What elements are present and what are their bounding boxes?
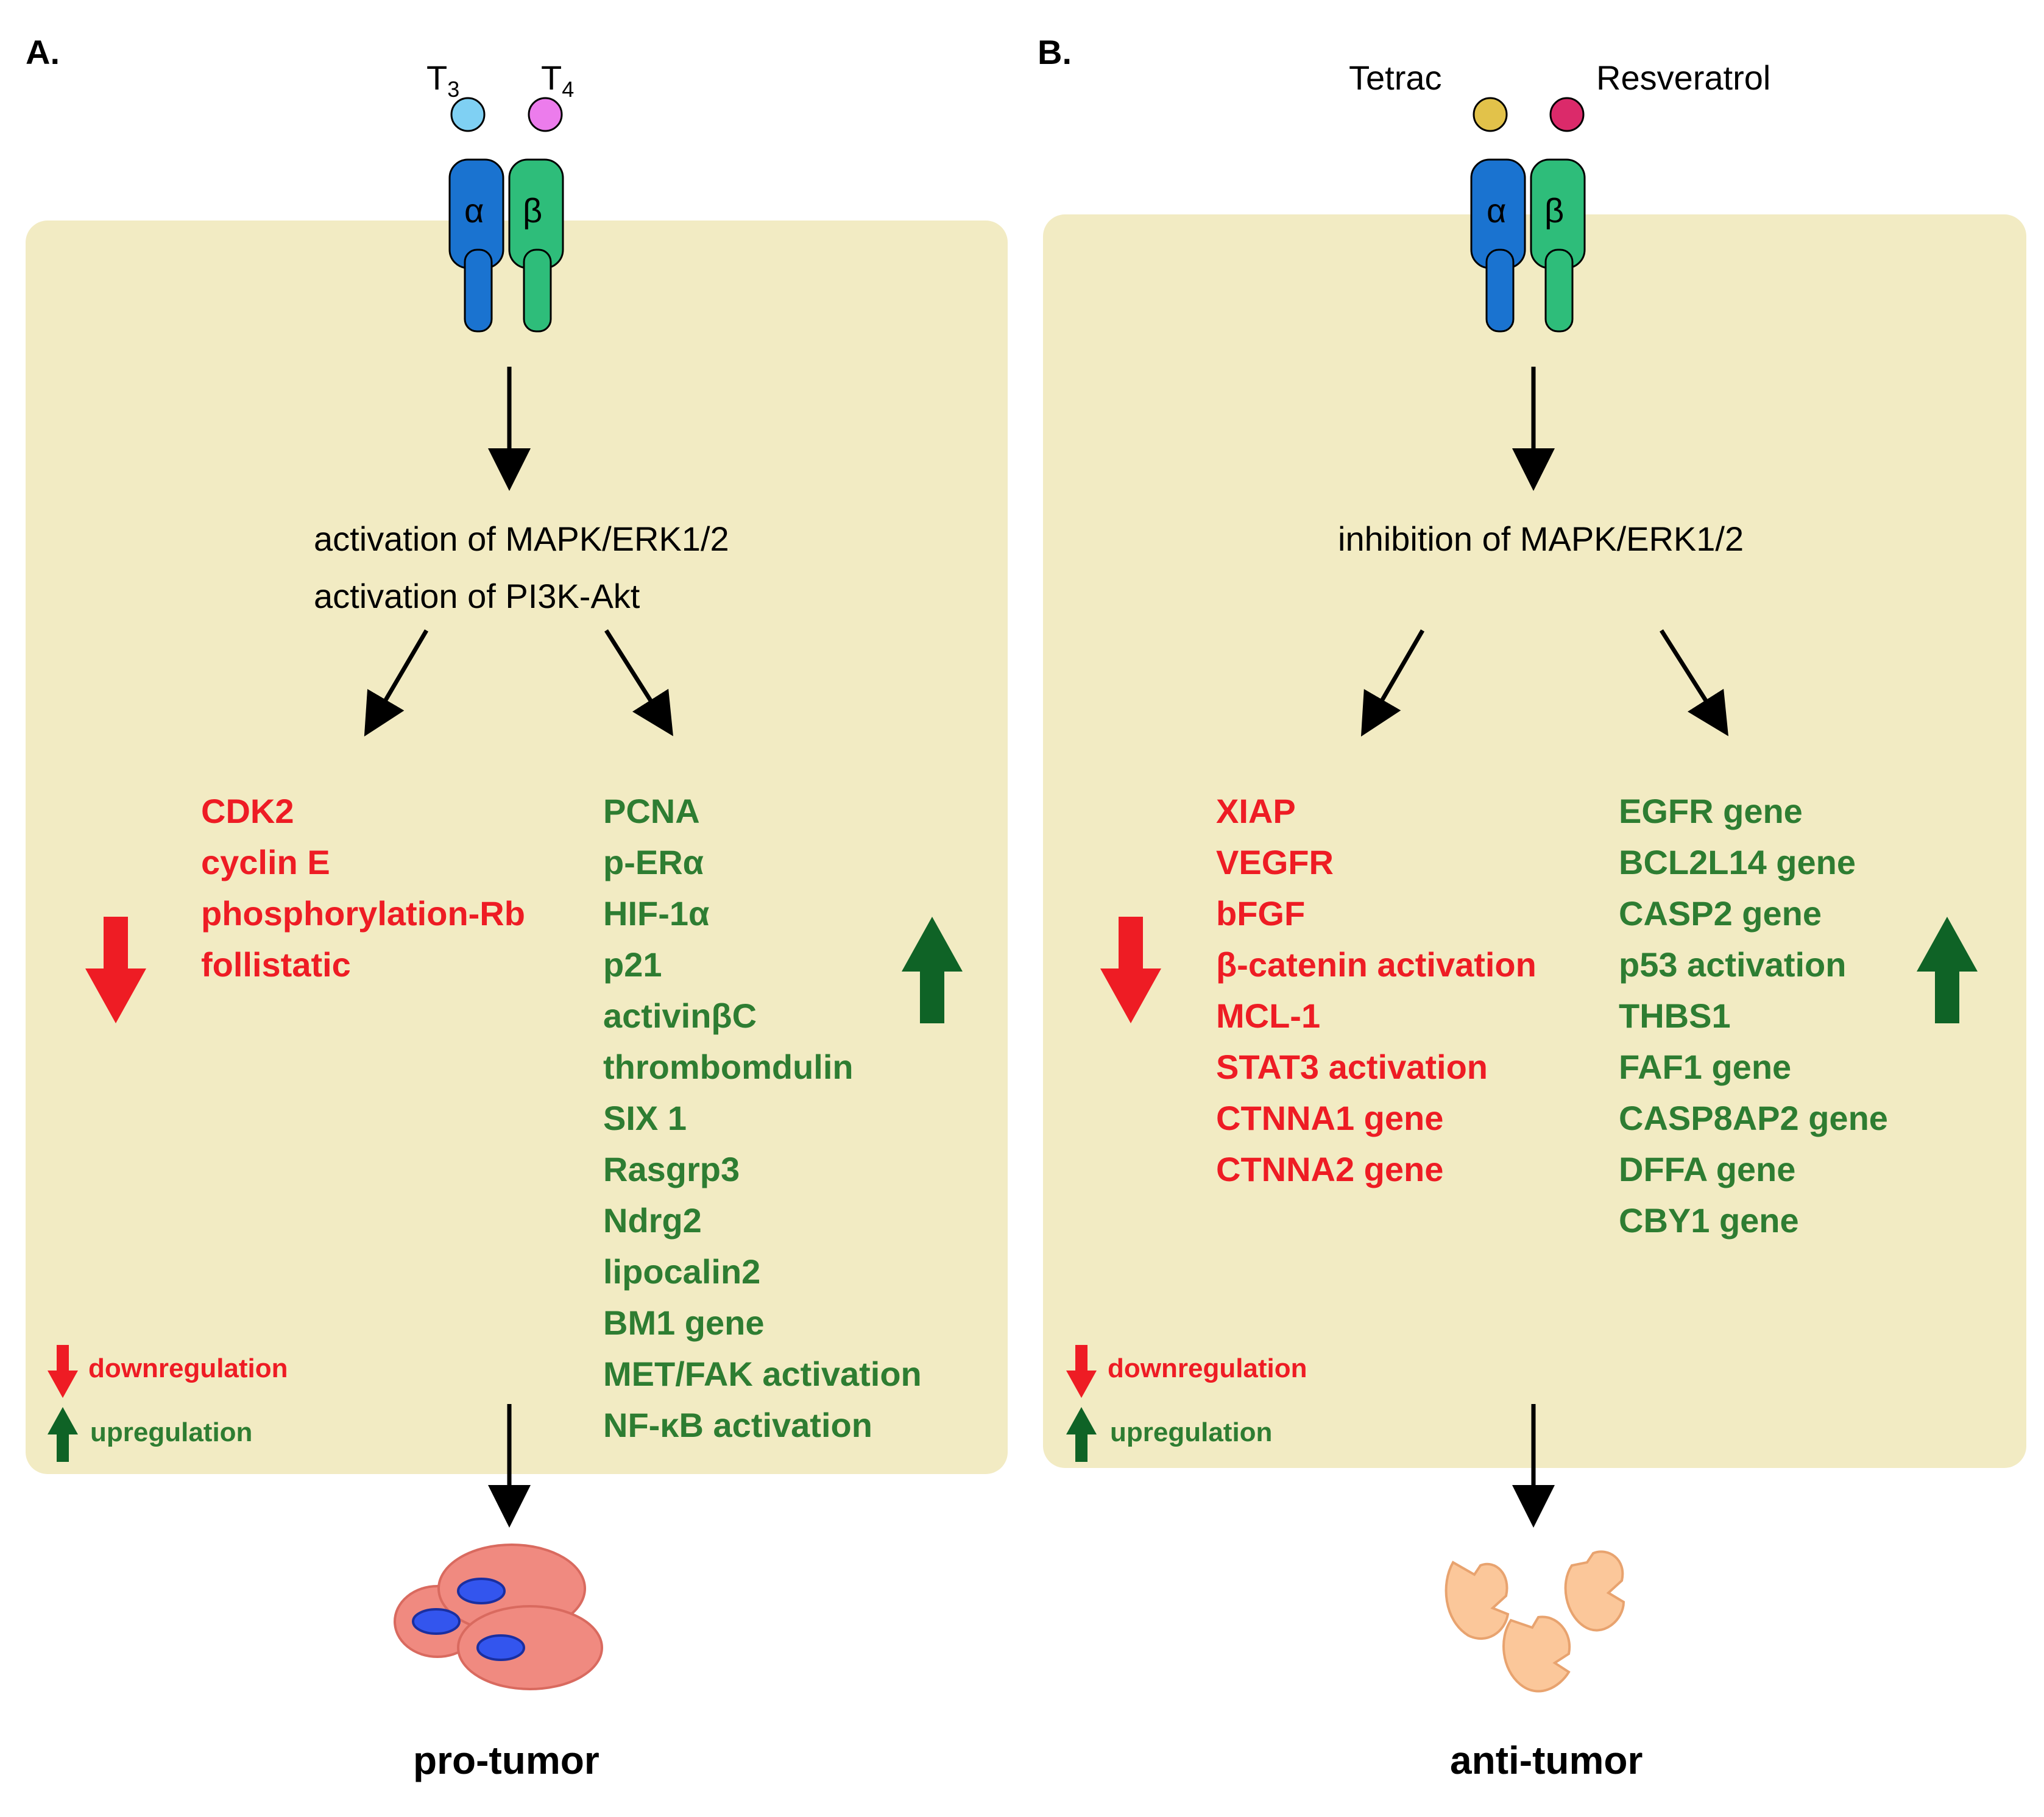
t4-ligand-icon — [528, 97, 563, 132]
up-gene: PCNA — [603, 792, 700, 830]
up-gene: DFFA gene — [1619, 1150, 1796, 1188]
t3-ligand-icon — [450, 97, 486, 132]
up-gene: MET/FAK activation — [603, 1355, 922, 1393]
down-gene: CTNNA2 gene — [1216, 1150, 1444, 1188]
down-gene: β-catenin activation — [1216, 945, 1537, 984]
up-gene: FAF1 gene — [1619, 1048, 1792, 1086]
down-gene: STAT3 activation — [1216, 1048, 1488, 1086]
arrow-pathway-to-down-b — [1360, 629, 1425, 737]
down-gene: VEGFR — [1216, 843, 1334, 881]
up-gene: p-ERα — [603, 843, 704, 881]
down-gene: follistatic — [201, 945, 351, 984]
panel-a-label: A. — [26, 33, 60, 71]
down-gene: bFGF — [1216, 894, 1306, 933]
up-gene: NF-κB activation — [603, 1406, 872, 1444]
pathway-line: activation of MAPK/ERK1/2 — [314, 520, 729, 558]
up-gene: activinβC — [603, 997, 757, 1035]
legend-upregulation-b: upregulation — [1110, 1417, 1273, 1447]
down-gene: cyclin E — [201, 843, 330, 881]
up-gene: CASP2 gene — [1619, 894, 1822, 933]
legend-up-arrow-icon-a — [48, 1407, 78, 1462]
up-gene: thrombomdulin — [603, 1048, 854, 1086]
legend-up-arrow-icon-b — [1066, 1407, 1097, 1462]
outcome-pro-tumor: pro-tumor — [413, 1738, 599, 1782]
panel-b-up-list: EGFR gene BCL2L14 gene CASP2 gene p53 ac… — [1619, 786, 1888, 1246]
up-gene: SIX 1 — [603, 1099, 687, 1137]
up-gene: BCL2L14 gene — [1619, 843, 1856, 881]
integrin-receptor-a-icon — [448, 158, 564, 333]
tumor-cells-icon — [394, 1544, 603, 1690]
integrin-beta-label: β — [523, 191, 543, 230]
resveratrol-label: Resveratrol — [1596, 58, 1771, 97]
arrow-pathway-to-up-a — [604, 629, 673, 736]
down-gene: phosphorylation-Rb — [201, 894, 525, 933]
legend-downregulation-a: downregulation — [88, 1353, 288, 1383]
up-gene: Rasgrp3 — [603, 1150, 740, 1188]
down-gene: XIAP — [1216, 792, 1296, 830]
panel-a-up-list: PCNA p-ERα HIF-1α p21 activinβC thrombom… — [603, 786, 922, 1451]
integrin-alpha-label: α — [1487, 191, 1507, 230]
arrow-pathway-to-up-b — [1660, 629, 1728, 736]
t4-label: T4 — [541, 58, 575, 102]
apoptotic-cells-icon — [1445, 1550, 1625, 1693]
up-gene: p53 activation — [1619, 945, 1847, 984]
legend-down-arrow-icon-a — [48, 1345, 78, 1398]
down-arrow-icon-a — [85, 917, 146, 1023]
legend-downregulation-b: downregulation — [1108, 1353, 1307, 1383]
outcome-anti-tumor: anti-tumor — [1450, 1738, 1643, 1782]
tetrac-ligand-icon — [1473, 97, 1508, 132]
up-gene: p21 — [603, 945, 662, 984]
integrin-beta-label: β — [1544, 191, 1565, 230]
integrin-receptor-b-icon — [1470, 158, 1586, 333]
pathway-line: activation of PI3K-Akt — [314, 577, 640, 615]
up-gene: BM1 gene — [603, 1304, 765, 1342]
up-gene: THBS1 — [1619, 997, 1731, 1035]
panel-b-down-list: XIAP VEGFR bFGF β-catenin activation MCL… — [1216, 786, 1537, 1195]
panel-b-cell-box — [1043, 214, 2026, 1468]
panel-a-down-list: CDK2 cyclin E phosphorylation-Rb follist… — [201, 786, 525, 990]
up-gene: HIF-1α — [603, 894, 710, 933]
resveratrol-ligand-icon — [1549, 97, 1585, 132]
panel-a-cell-box — [26, 221, 1008, 1474]
arrow-pathway-to-down-a — [364, 629, 429, 737]
panel-a-pathway: activation of MAPK/ERK1/2 activation of … — [314, 510, 729, 625]
tetrac-label: Tetrac — [1349, 58, 1442, 97]
up-gene: CASP8AP2 gene — [1619, 1099, 1888, 1137]
up-gene: lipocalin2 — [603, 1252, 761, 1291]
up-gene: Ndrg2 — [603, 1201, 702, 1240]
down-gene: CDK2 — [201, 792, 294, 830]
down-arrow-icon-b — [1100, 917, 1161, 1023]
t3-label: T3 — [426, 58, 460, 102]
up-gene: EGFR gene — [1619, 792, 1803, 830]
up-gene: CBY1 gene — [1619, 1201, 1799, 1240]
down-gene: CTNNA1 gene — [1216, 1099, 1444, 1137]
panel-b-label: B. — [1038, 33, 1072, 71]
legend-down-arrow-icon-b — [1066, 1345, 1097, 1398]
down-gene: MCL-1 — [1216, 997, 1321, 1035]
up-arrow-icon-b — [1917, 917, 1978, 1023]
legend-upregulation-a: upregulation — [90, 1417, 253, 1447]
pathway-line: inhibition of MAPK/ERK1/2 — [1338, 520, 1744, 558]
up-arrow-icon-a — [902, 917, 963, 1023]
panel-b-pathway: inhibition of MAPK/ERK1/2 — [1338, 510, 1744, 568]
integrin-alpha-label: α — [464, 191, 484, 230]
